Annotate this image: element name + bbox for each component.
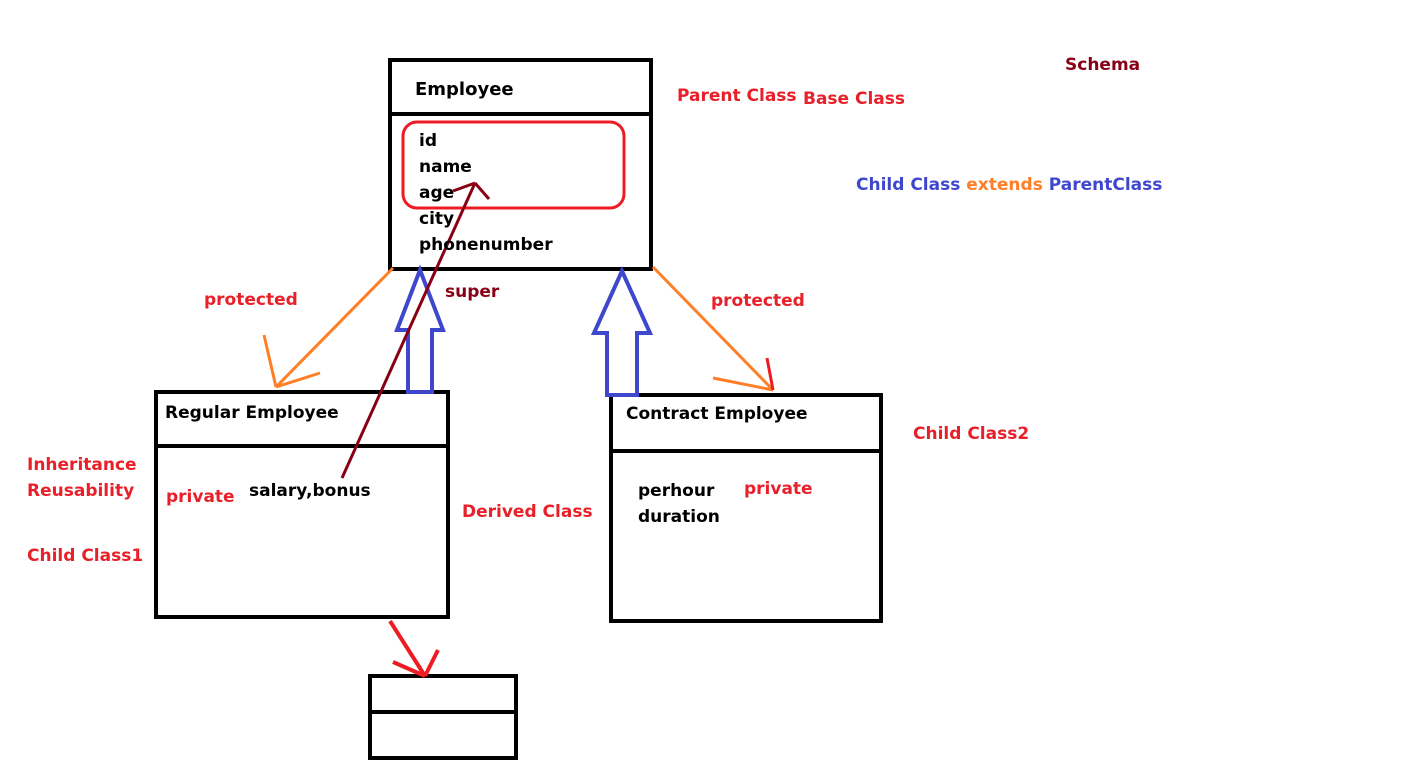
derived-class-label: Derived Class (462, 502, 593, 522)
child-class2-label: Child Class2 (913, 424, 1030, 444)
extends-parent-text: ParentClass (1048, 175, 1163, 195)
employee-title: Employee (415, 79, 514, 100)
inheritance-arrow-right (590, 266, 654, 397)
small-class-box (368, 674, 518, 760)
protected-right-label: protected (711, 291, 805, 311)
inheritance-label: Inheritance (27, 455, 137, 475)
contract-title: Contract Employee (626, 404, 808, 424)
contract-field-duration: duration (638, 507, 720, 527)
employee-field-name: name (419, 157, 472, 177)
employee-field-id: id (419, 131, 437, 151)
child-class1-label: Child Class1 (27, 546, 144, 566)
employee-field-phonenumber: phonenumber (419, 235, 553, 255)
regular-fields: salary,bonus (249, 481, 371, 501)
extends-note: Child Class extends ParentClass (856, 177, 1162, 194)
parent-class-label: Parent Class (677, 86, 797, 106)
contract-field-perhour: perhour (638, 481, 715, 501)
employee-class-box (388, 58, 653, 271)
base-class-label: Base Class (803, 89, 906, 109)
super-arrow (340, 181, 491, 479)
schema-label: Schema (1065, 55, 1141, 75)
red-arrow-down (388, 619, 440, 678)
inheritance-arrow-left (394, 264, 446, 394)
regular-title: Regular Employee (165, 403, 339, 423)
contract-employee-class-box (609, 393, 883, 623)
regular-employee-class-box (154, 390, 450, 619)
super-label: super (445, 282, 500, 302)
reusability-label: Reusability (27, 481, 135, 501)
protected-arrow-right (651, 265, 775, 392)
extends-child-text: Child Class (856, 175, 961, 195)
extends-keyword-text: extends (966, 175, 1043, 195)
private-right-label: private (744, 479, 813, 499)
protected-left-label: protected (204, 290, 298, 310)
protected-arrow-left (262, 266, 395, 389)
private-left-label: private (166, 487, 235, 507)
employee-field-city: city (419, 209, 455, 229)
employee-field-age: age (419, 183, 455, 203)
highlight-box (401, 120, 626, 210)
